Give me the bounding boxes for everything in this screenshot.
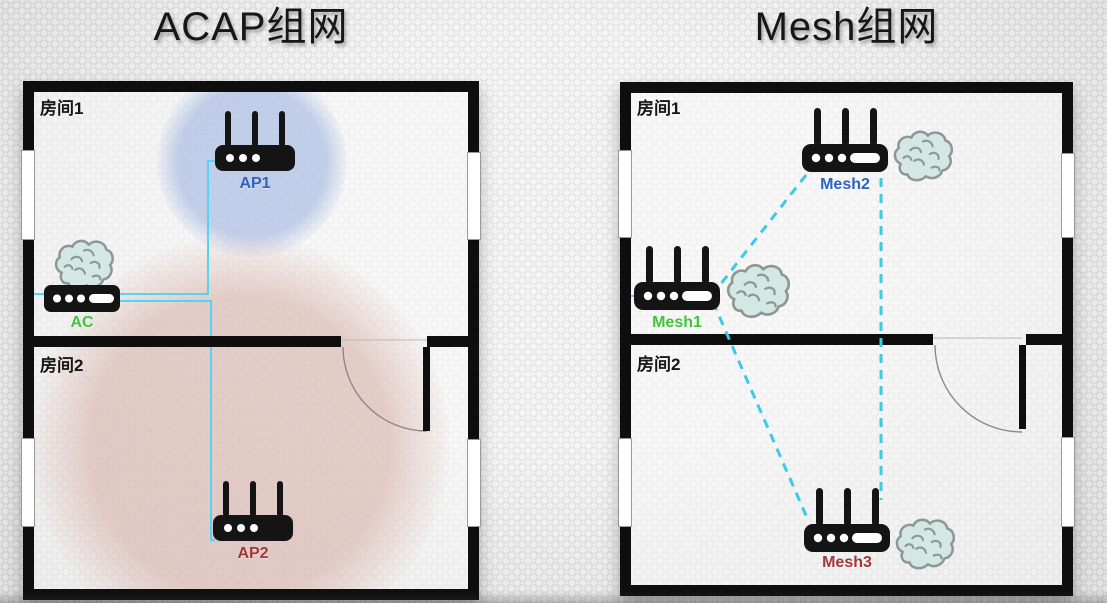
mesh-window-room2-left: [618, 438, 632, 527]
acap-window-room2-left: [21, 438, 35, 527]
ap1-router-icon: [215, 109, 295, 173]
mesh1-router-icon: [634, 244, 720, 310]
mesh2-router-icon: [802, 106, 888, 172]
mesh-door-leaf: [1019, 345, 1026, 429]
mesh3-router-icon: [804, 486, 890, 552]
mesh-room1-label: 房间1: [637, 99, 681, 118]
mesh2-label: Mesh2: [820, 176, 870, 193]
acap-title: ACAP组网: [153, 5, 349, 49]
mesh3-label: Mesh3: [822, 554, 872, 571]
acap-middle-wall-right: [427, 336, 479, 347]
ac-brain-icon: [52, 238, 114, 292]
acap-room2-label: 房间2: [40, 356, 84, 375]
acap-door-leaf: [423, 347, 430, 431]
mesh-window-room1-left: [618, 150, 632, 238]
mesh-title: Mesh组网: [754, 5, 939, 49]
mesh-room2-label: 房间2: [637, 355, 681, 374]
ap1-label: AP1: [239, 175, 271, 192]
mesh-window-room1-right: [1061, 153, 1075, 238]
mesh-window-room2-right: [1061, 437, 1075, 527]
mesh1-brain-icon: [724, 262, 790, 320]
ap2-label: AP2: [237, 545, 269, 562]
mesh-middle-wall-left: [620, 334, 933, 345]
acap-window-room1-left: [21, 150, 35, 240]
mesh2-brain-icon: [891, 128, 953, 184]
bottom-shadow: [0, 591, 1107, 603]
ac-label: AC: [70, 314, 94, 331]
ap2-router-icon: [213, 479, 293, 543]
acap-window-room2-right: [467, 439, 481, 527]
ac-controller-icon: [44, 285, 120, 312]
acap-room1-label: 房间1: [40, 99, 84, 118]
mesh3-brain-icon: [893, 516, 955, 572]
mesh-middle-wall-right: [1026, 334, 1073, 345]
mesh1-label: Mesh1: [652, 314, 702, 331]
acap-middle-wall-left: [23, 336, 341, 347]
acap-window-room1-right: [467, 152, 481, 240]
